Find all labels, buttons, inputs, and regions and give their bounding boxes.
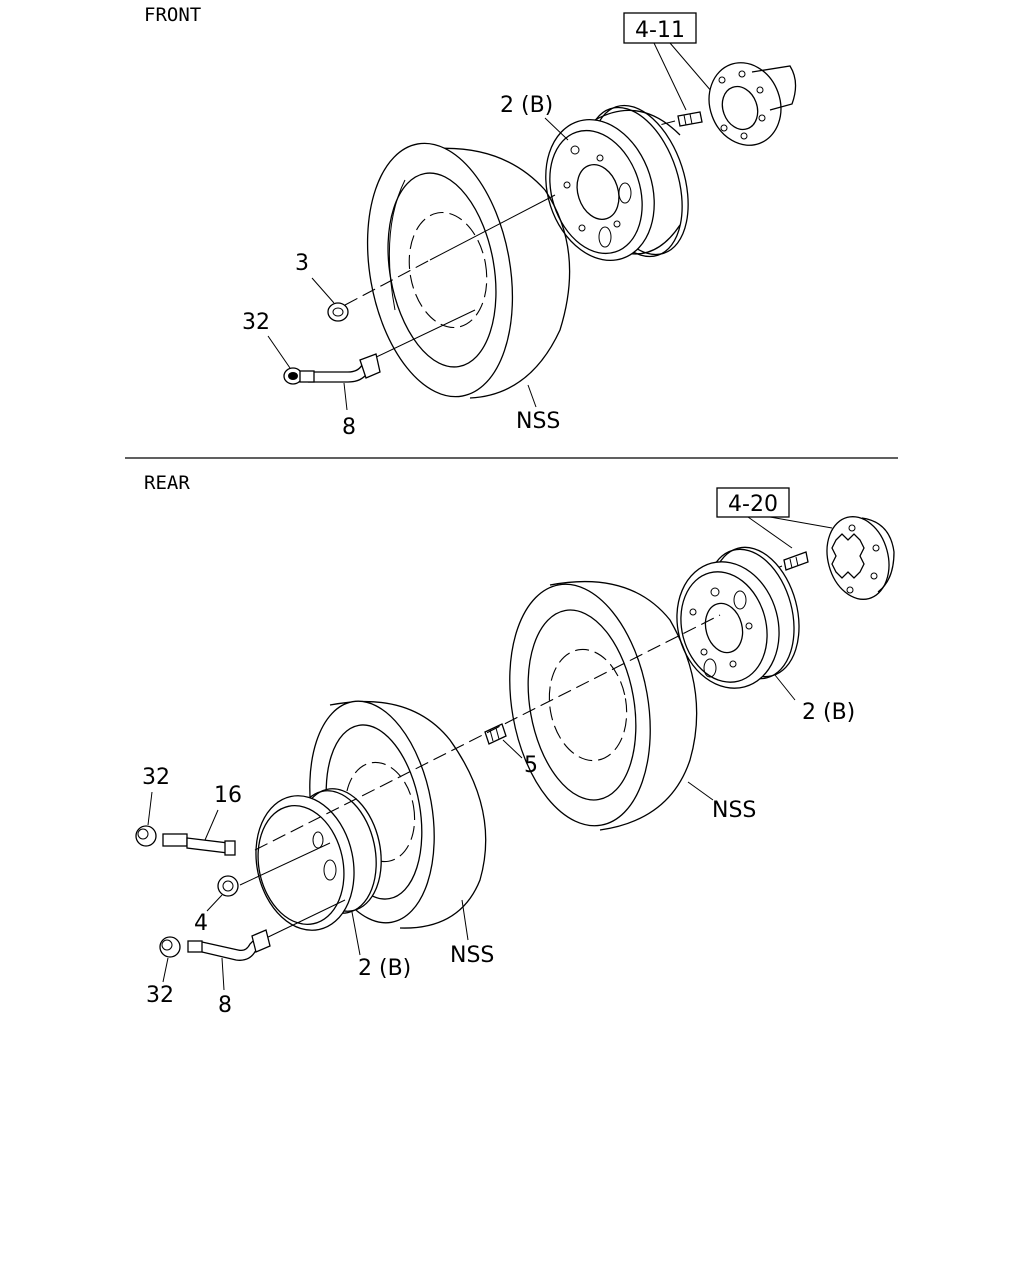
rear-inner-wheel [255,788,382,931]
rear-hub-stud [783,551,809,571]
rear-outer-wheel-label: 2 (B) [802,700,855,725]
front-hub-stud [677,111,703,127]
rear-inner-tire-label: NSS [450,943,494,968]
rear-upper-valve-cap [135,825,157,847]
front-ref-leaders [653,42,713,111]
front-valve-cap [283,367,303,385]
front-nut-label: 3 [295,251,309,276]
rear-valve-extension [162,833,236,856]
front-valve-label: 8 [342,415,356,440]
rear-outer-tire [509,580,698,831]
rear-outer-tire-label: NSS [712,798,756,823]
rear-inner-wheel-label: 2 (B) [358,956,411,981]
front-wheel-nut [327,302,349,322]
front-valve [299,353,381,383]
front-section-title: FRONT [144,4,201,26]
rear-spacer [484,723,507,745]
rear-valve [187,929,271,961]
rear-spacer-label: 5 [524,753,538,778]
rear-outer-wheel [676,546,800,689]
rear-nut-label: 4 [194,911,208,936]
front-ref-box-label: 4-11 [635,18,685,43]
rear-section-title: REAR [144,472,190,494]
front-tire [366,142,571,399]
rear-upper-cap-label: 32 [142,765,170,790]
rear-hub [826,516,895,600]
front-ref-box[interactable]: 4-11 [623,12,697,44]
front-tire-label: NSS [516,409,560,434]
front-wheel [545,104,689,261]
rear-ref-box-label: 4-20 [728,492,778,517]
front-hub [708,62,797,146]
rear-ref-leaders [747,516,833,549]
rear-ref-box[interactable]: 4-20 [716,487,790,518]
rear-wheel-nut [217,875,239,897]
rear-lower-valve-cap [159,936,181,958]
rear-lower-cap-label: 32 [146,983,174,1008]
front-wheel-label: 2 (B) [500,93,553,118]
front-cap-label: 32 [242,310,270,335]
rear-valve-label: 8 [218,993,232,1018]
rear-extension-label: 16 [214,783,242,808]
